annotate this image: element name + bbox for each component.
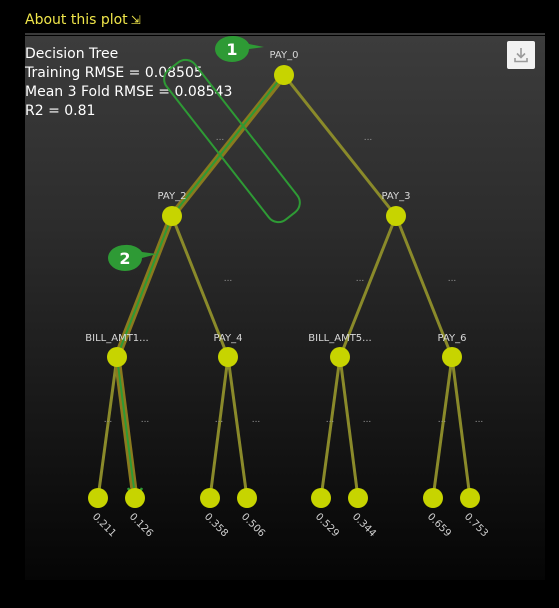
r2-score: R2 = 0.81 — [25, 103, 96, 119]
tree-nodes — [88, 65, 480, 508]
leaf-node[interactable] — [237, 488, 257, 508]
split-label-bill5: BILL_AMT5... — [308, 333, 371, 344]
node-root[interactable] — [274, 65, 294, 85]
callout-2-number: 2 — [119, 249, 130, 268]
cv-rmse: Mean 3 Fold RMSE = 0.08543 — [25, 84, 233, 100]
edge-pay4-left — [208, 356, 230, 499]
node-bill1[interactable] — [107, 347, 127, 367]
leaf-node[interactable] — [200, 488, 220, 508]
split-label-root: PAY_0 — [270, 50, 299, 61]
edge-pay4-right — [226, 356, 249, 499]
leaf-value-label: 0.211 — [90, 511, 118, 539]
node-pay3[interactable] — [386, 206, 406, 226]
callout-annotations: 1 2 — [108, 35, 301, 271]
edge-ellipsis: ... — [215, 415, 224, 425]
edge-ellipsis: ... — [141, 415, 150, 425]
edge-ellipsis: ... — [326, 415, 335, 425]
edge-ellipsis: ... — [448, 274, 457, 284]
edge-pay3-right — [394, 215, 454, 358]
edge-ellipsis: ... — [104, 415, 113, 425]
edge-bill1-left — [96, 356, 119, 499]
edge-pay2-right — [170, 215, 230, 358]
edge-ellipsis: ... — [438, 415, 447, 425]
plot-panel — [25, 36, 545, 580]
download-icon — [514, 48, 528, 63]
leaf-value-label: 0.358 — [202, 511, 230, 539]
tree-edges — [96, 74, 472, 499]
download-button[interactable] — [507, 41, 535, 69]
edge-ellipsis: ... — [224, 274, 233, 284]
leaf-value-label: 0.659 — [425, 511, 453, 539]
edge-pay3-left — [338, 215, 398, 358]
header-divider — [25, 33, 545, 35]
about-plot-label: About this plot — [25, 12, 128, 28]
edge-ellipsis: ... — [252, 415, 261, 425]
model-info: Decision Tree Training RMSE = 0.08505 Me… — [25, 45, 232, 121]
leaf-node[interactable] — [88, 488, 108, 508]
edge-ellipsis: ... — [216, 133, 225, 143]
edge-ellipses: ... ... ... ... ... ... ... ... ... ... … — [104, 133, 484, 425]
callout-1-badge — [215, 35, 264, 62]
leaf-value-label: 0.529 — [313, 511, 341, 539]
decision-path-highlight — [113, 72, 287, 503]
about-plot-link[interactable]: About this plot⇲ — [25, 12, 141, 28]
callout-1-box — [163, 58, 301, 224]
highlight-arrow-line — [115, 78, 281, 497]
edge-ellipsis: ... — [475, 415, 484, 425]
split-labels: PAY_0 PAY_2 PAY_3 BILL_AMT1... PAY_4 BIL… — [85, 50, 466, 344]
node-bill5[interactable] — [330, 347, 350, 367]
split-label-pay4: PAY_4 — [214, 333, 243, 344]
edge-root-right — [282, 74, 398, 217]
split-label-pay2: PAY_2 — [158, 191, 187, 202]
node-pay4[interactable] — [218, 347, 238, 367]
callout-2-badge — [108, 244, 157, 271]
split-label-pay6: PAY_6 — [438, 333, 467, 344]
leaf-node[interactable] — [125, 488, 145, 508]
training-rmse: Training RMSE = 0.08505 — [25, 65, 203, 81]
node-pay6[interactable] — [442, 347, 462, 367]
leaf-value-label: 0.344 — [350, 511, 378, 539]
leaf-node[interactable] — [348, 488, 368, 508]
leaf-value-labels: 0.211 0.126 0.358 0.506 0.529 0.344 0.65… — [90, 511, 490, 539]
node-pay2[interactable] — [162, 206, 182, 226]
edge-bill5-left — [319, 356, 342, 499]
edge-bill5-right — [338, 356, 360, 499]
edge-ellipsis: ... — [363, 415, 372, 425]
callout-1-number: 1 — [226, 40, 237, 59]
split-label-bill1: BILL_AMT1... — [85, 333, 148, 344]
leaf-value-label: 0.126 — [127, 511, 155, 539]
edge-ellipsis: ... — [356, 274, 365, 284]
leaf-node[interactable] — [460, 488, 480, 508]
leaf-value-label: 0.753 — [462, 511, 490, 539]
edge-ellipsis: ... — [364, 133, 373, 143]
leaf-value-label: 0.506 — [239, 511, 267, 539]
model-title: Decision Tree — [25, 46, 119, 62]
leaf-node[interactable] — [423, 488, 443, 508]
arrow-down-right-icon: ⇲ — [130, 13, 141, 27]
edge-pay6-left — [431, 356, 454, 499]
edge-pay6-right — [450, 356, 472, 499]
split-label-pay3: PAY_3 — [382, 191, 411, 202]
leaf-node[interactable] — [311, 488, 331, 508]
